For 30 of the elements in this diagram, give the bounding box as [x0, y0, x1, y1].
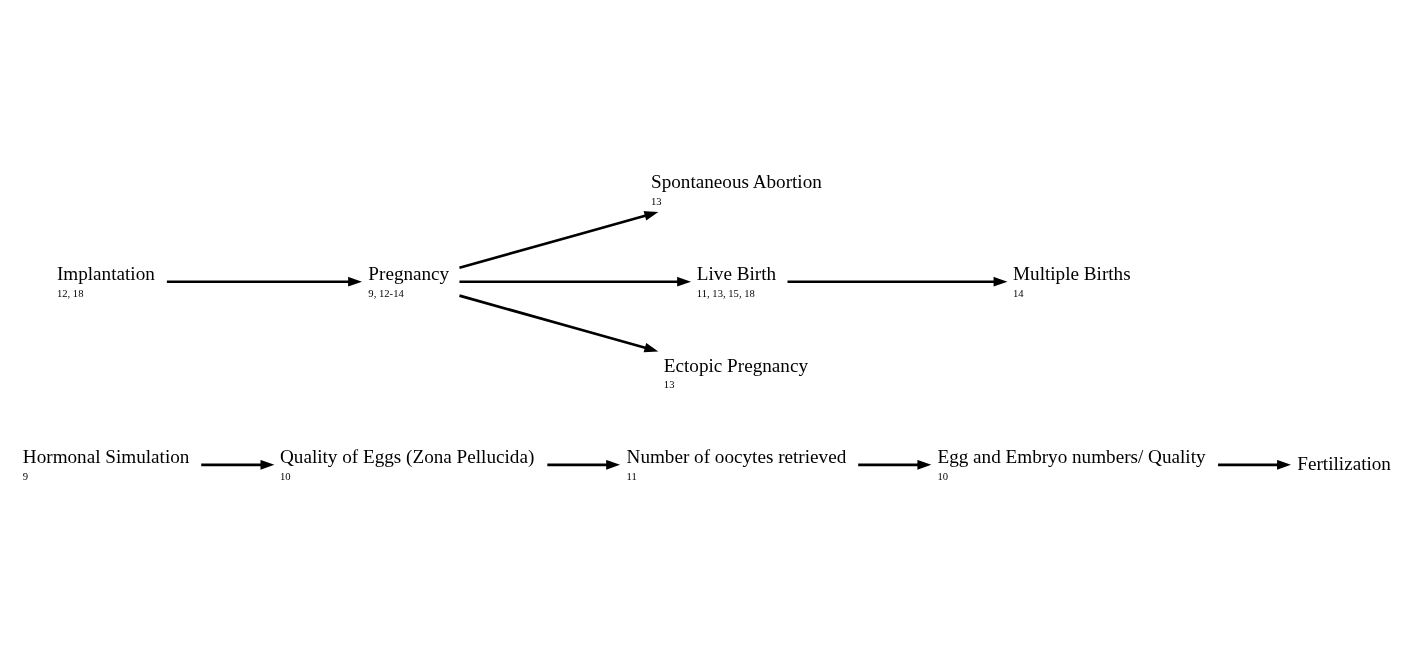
node-text: Number of oocytes retrieved [626, 446, 847, 468]
node-label: 10 [279, 470, 291, 482]
node-label: 13 [663, 379, 675, 391]
arrow [787, 276, 1008, 287]
node-label: 13 [651, 196, 662, 208]
node-text: Ectopic Pregnancy [663, 354, 808, 376]
node-text: Implantation [56, 263, 155, 285]
node-label: 14 [1013, 287, 1024, 299]
node-label: 10 [937, 470, 949, 482]
arrow [201, 460, 275, 470]
arrow [858, 460, 932, 470]
node-text: Multiple Births [1013, 263, 1131, 285]
node-text: Hormonal Simulation [22, 446, 190, 468]
node-text: Quality of Eggs (Zona Pellucida) [279, 446, 535, 468]
node-text: Spontaneous Abortion [651, 171, 822, 193]
node-text: Live Birth [696, 263, 777, 285]
arrow [459, 276, 691, 287]
node-text: Egg and Embryo numbers/ Quality [937, 446, 1206, 468]
arrow [166, 276, 362, 287]
node-label: 9, 12-14 [368, 287, 404, 299]
node-text: Pregnancy [368, 263, 450, 285]
node-label: 11 [626, 470, 637, 482]
arrow [1218, 460, 1291, 470]
node-label: 11, 13, 15, 18 [696, 287, 755, 299]
arrow [459, 211, 659, 270]
node-text: Fertilization [1297, 452, 1391, 474]
arrow [547, 460, 621, 470]
node-label: 12, 18 [56, 287, 84, 299]
node-label: 9 [22, 470, 29, 482]
arrow [459, 294, 659, 353]
